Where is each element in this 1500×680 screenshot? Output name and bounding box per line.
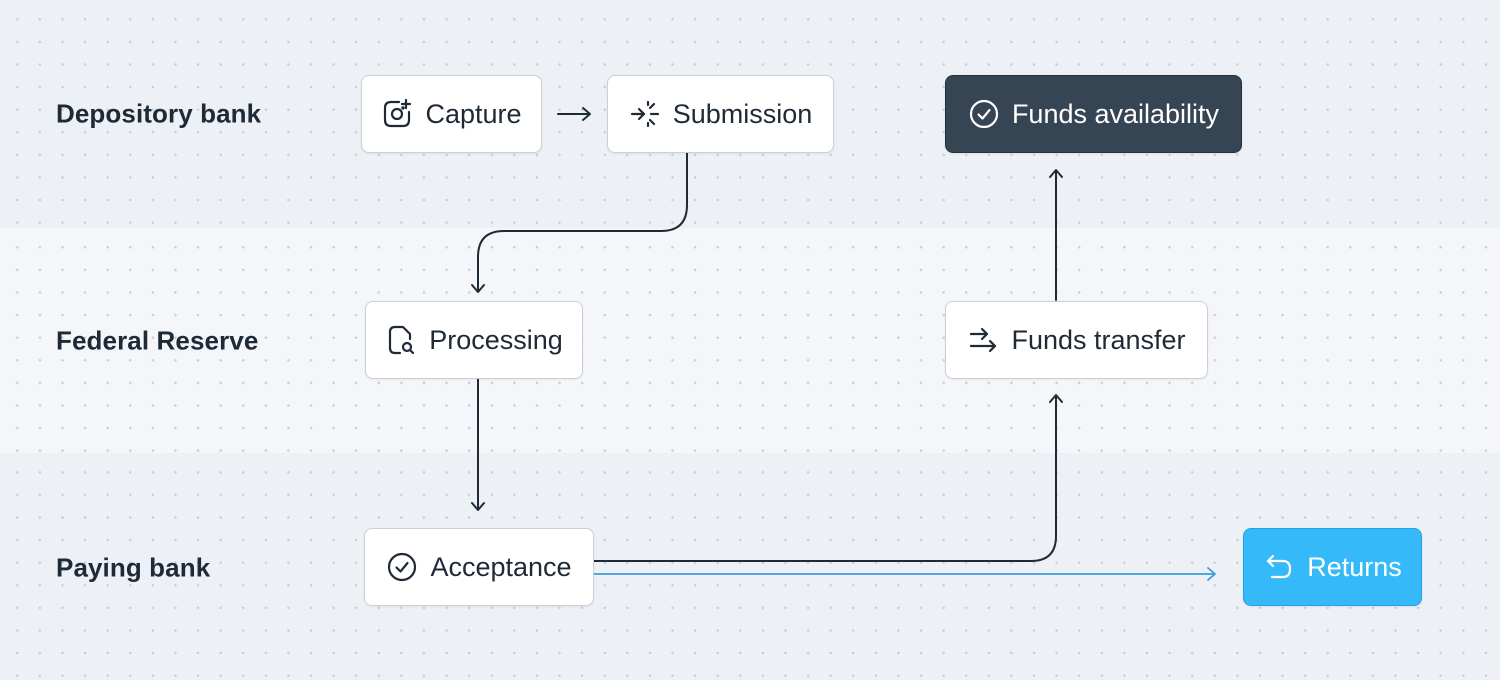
- node-returns[interactable]: Returns: [1243, 528, 1422, 606]
- arrowhead-funds-transfer-availability: [1049, 169, 1063, 178]
- node-capture-label: Capture: [425, 98, 522, 129]
- node-funds-transfer-label: Funds transfer: [1011, 324, 1186, 355]
- lane-label-paying: Paying bank: [56, 552, 211, 583]
- node-returns-label: Returns: [1307, 551, 1402, 582]
- check-circle-icon: [386, 551, 418, 583]
- camera-plus-icon: [381, 98, 413, 130]
- arrowhead-capture-submission: [582, 107, 591, 121]
- check-circle-icon: [968, 98, 1000, 130]
- node-funds-transfer[interactable]: Funds transfer: [945, 301, 1208, 379]
- arrowhead-processing-acceptance: [471, 502, 485, 511]
- node-acceptance-label: Acceptance: [430, 551, 572, 582]
- node-funds-availability[interactable]: Funds availability: [945, 75, 1242, 153]
- node-processing[interactable]: Processing: [365, 301, 583, 379]
- arrowhead-acceptance-returns: [1207, 567, 1216, 581]
- node-processing-label: Processing: [429, 324, 563, 355]
- arrow-burst-icon: [629, 98, 661, 130]
- arrowhead-submission-processing: [471, 284, 485, 293]
- transfer-arrows-icon: [967, 324, 999, 356]
- edge-acceptance-funds-transfer: [593, 395, 1057, 562]
- node-submission-label: Submission: [672, 98, 813, 129]
- node-submission[interactable]: Submission: [607, 75, 834, 153]
- node-funds-availability-label: Funds availability: [1011, 98, 1220, 129]
- lane-federal-reserve: [0, 228, 1500, 453]
- lane-label-federal: Federal Reserve: [56, 325, 259, 356]
- arrowhead-acceptance-funds-transfer: [1049, 394, 1063, 403]
- node-acceptance[interactable]: Acceptance: [364, 528, 594, 606]
- document-search-icon: [385, 324, 417, 356]
- lane-label-depository: Depository bank: [56, 98, 262, 129]
- return-arrow-icon: [1263, 551, 1295, 583]
- edge-submission-processing: [477, 152, 688, 292]
- node-capture[interactable]: Capture: [361, 75, 542, 153]
